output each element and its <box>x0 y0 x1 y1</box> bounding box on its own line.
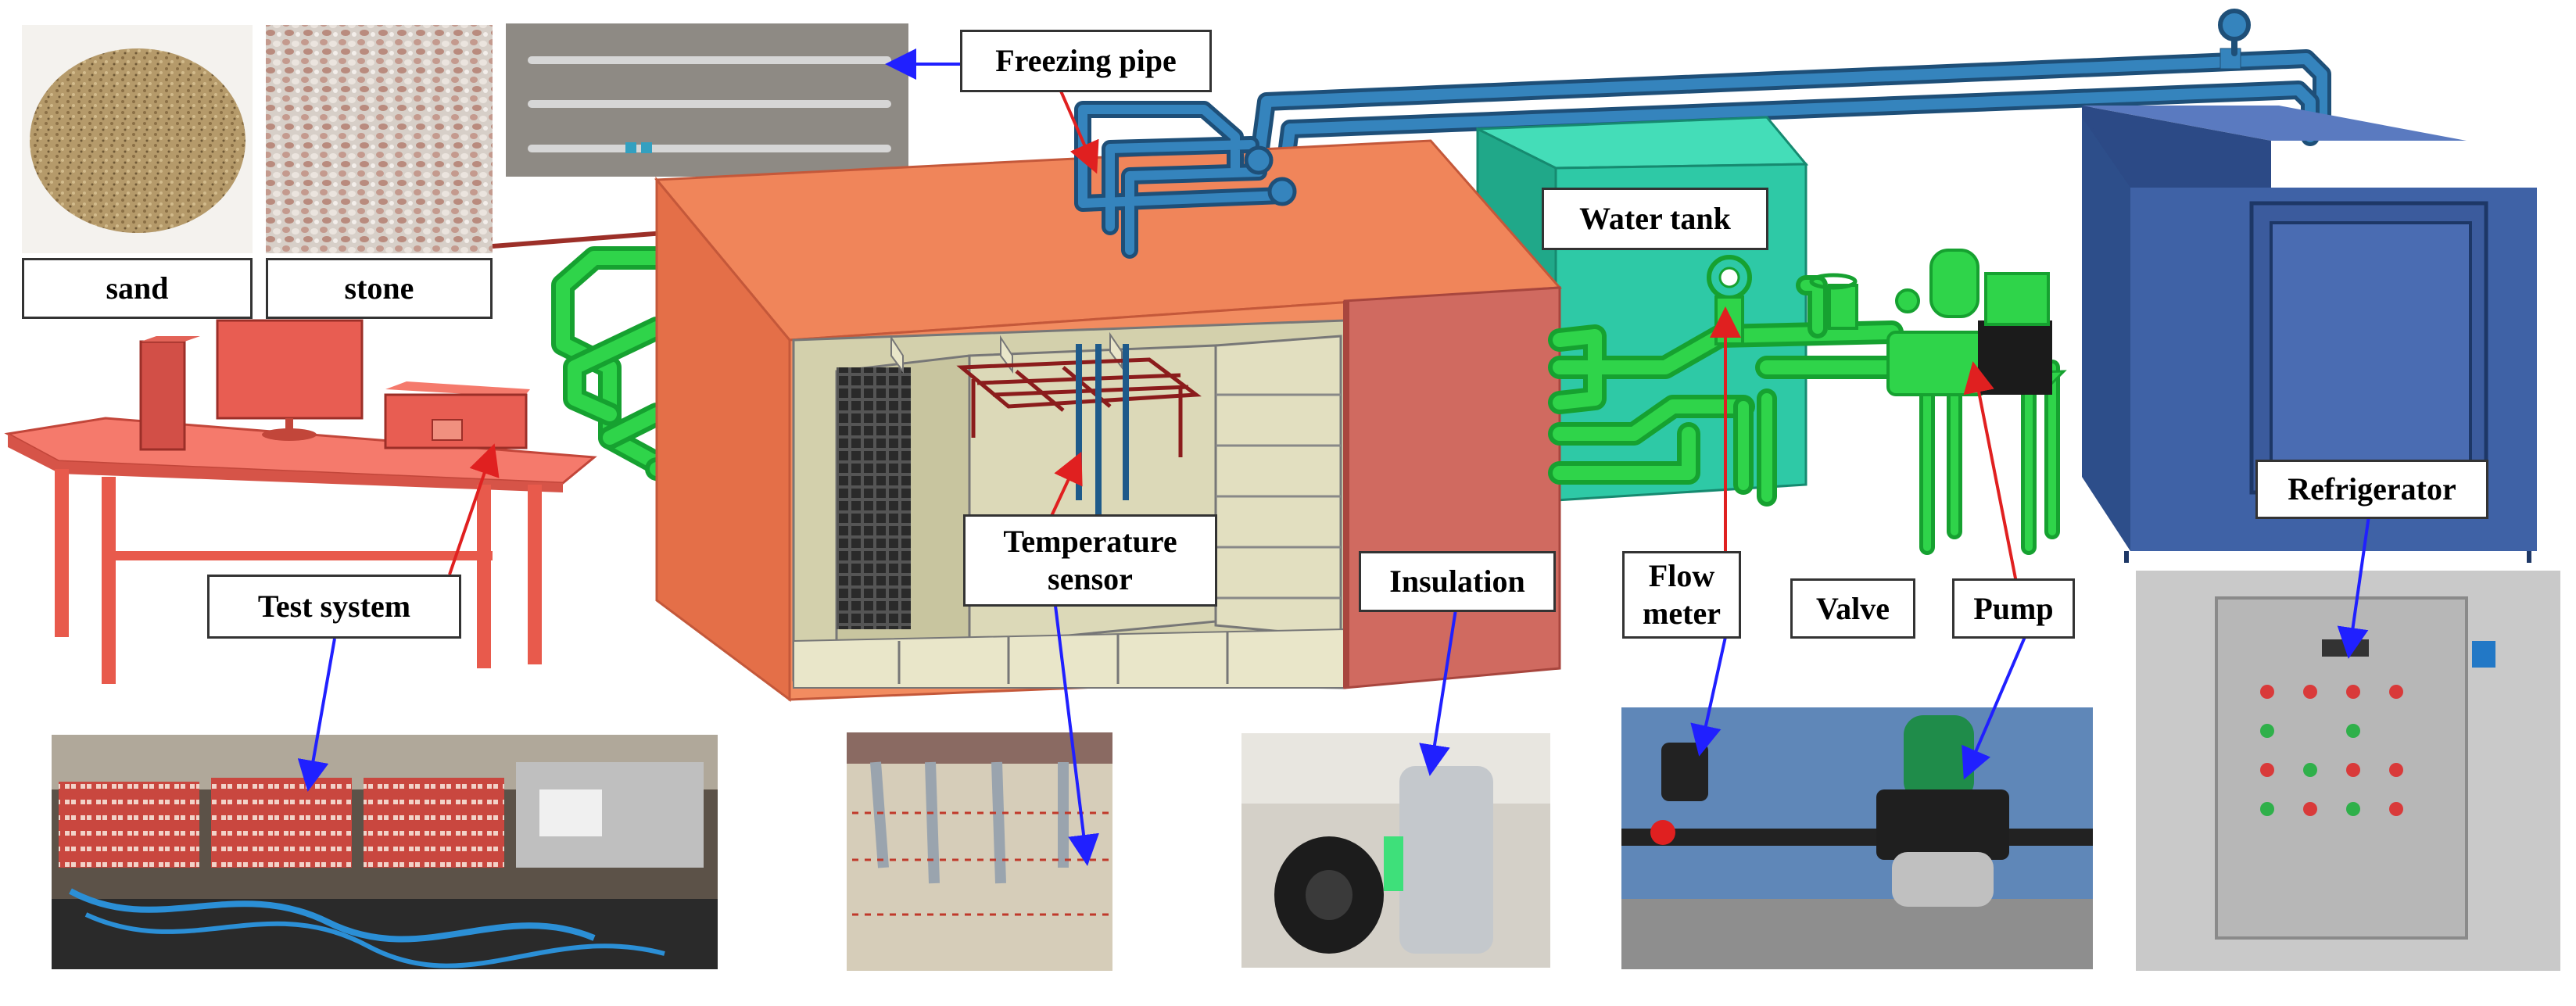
freezing-pipe-photo <box>506 23 908 177</box>
pump-assembly <box>1707 249 2067 396</box>
arrows <box>297 48 2370 866</box>
label-test-system: Test system <box>207 575 461 639</box>
temperature-sensor-photo <box>847 732 1112 971</box>
arrow-test-system <box>448 443 500 575</box>
arrow-refrigerator-photo <box>2337 515 2370 659</box>
arrow-pump-photo <box>1962 636 2026 780</box>
label-flow-meter: Flow meter <box>1622 551 1741 639</box>
arrow-flow-meter-photo <box>1690 636 1727 757</box>
sand-photo <box>22 25 253 253</box>
label-freezing-pipe: Freezing pipe <box>960 30 1212 92</box>
pump-photo <box>1621 707 2093 969</box>
label-refrigerator: Refrigerator <box>2255 460 2488 519</box>
label-sand: sand <box>22 258 253 319</box>
label-insulation: Insulation <box>1359 551 1556 612</box>
arrow-freezing-pipe <box>1058 87 1099 174</box>
arrow-insulation-photo <box>1419 609 1457 776</box>
test-system-photo <box>52 735 718 969</box>
arrow-test-system-photo <box>297 638 336 792</box>
stone-photo <box>266 25 493 253</box>
label-water-tank: Water tank <box>1542 188 1768 250</box>
arrow-temperature-sensor-photo <box>1054 605 1099 866</box>
freezing-pipe-manifold <box>1074 101 1297 259</box>
refrigerator-photo <box>2136 571 2560 971</box>
arrow-pump <box>1963 361 2019 587</box>
label-temperature-sensor: Temperature sensor <box>963 514 1217 607</box>
label-pump: Pump <box>1952 578 2075 639</box>
test-system-desk <box>4 319 597 684</box>
insulation-photo <box>1241 733 1550 968</box>
arrow-temperature-sensor <box>1050 451 1083 517</box>
label-valve: Valve <box>1790 578 1915 639</box>
label-stone: stone <box>266 258 493 319</box>
